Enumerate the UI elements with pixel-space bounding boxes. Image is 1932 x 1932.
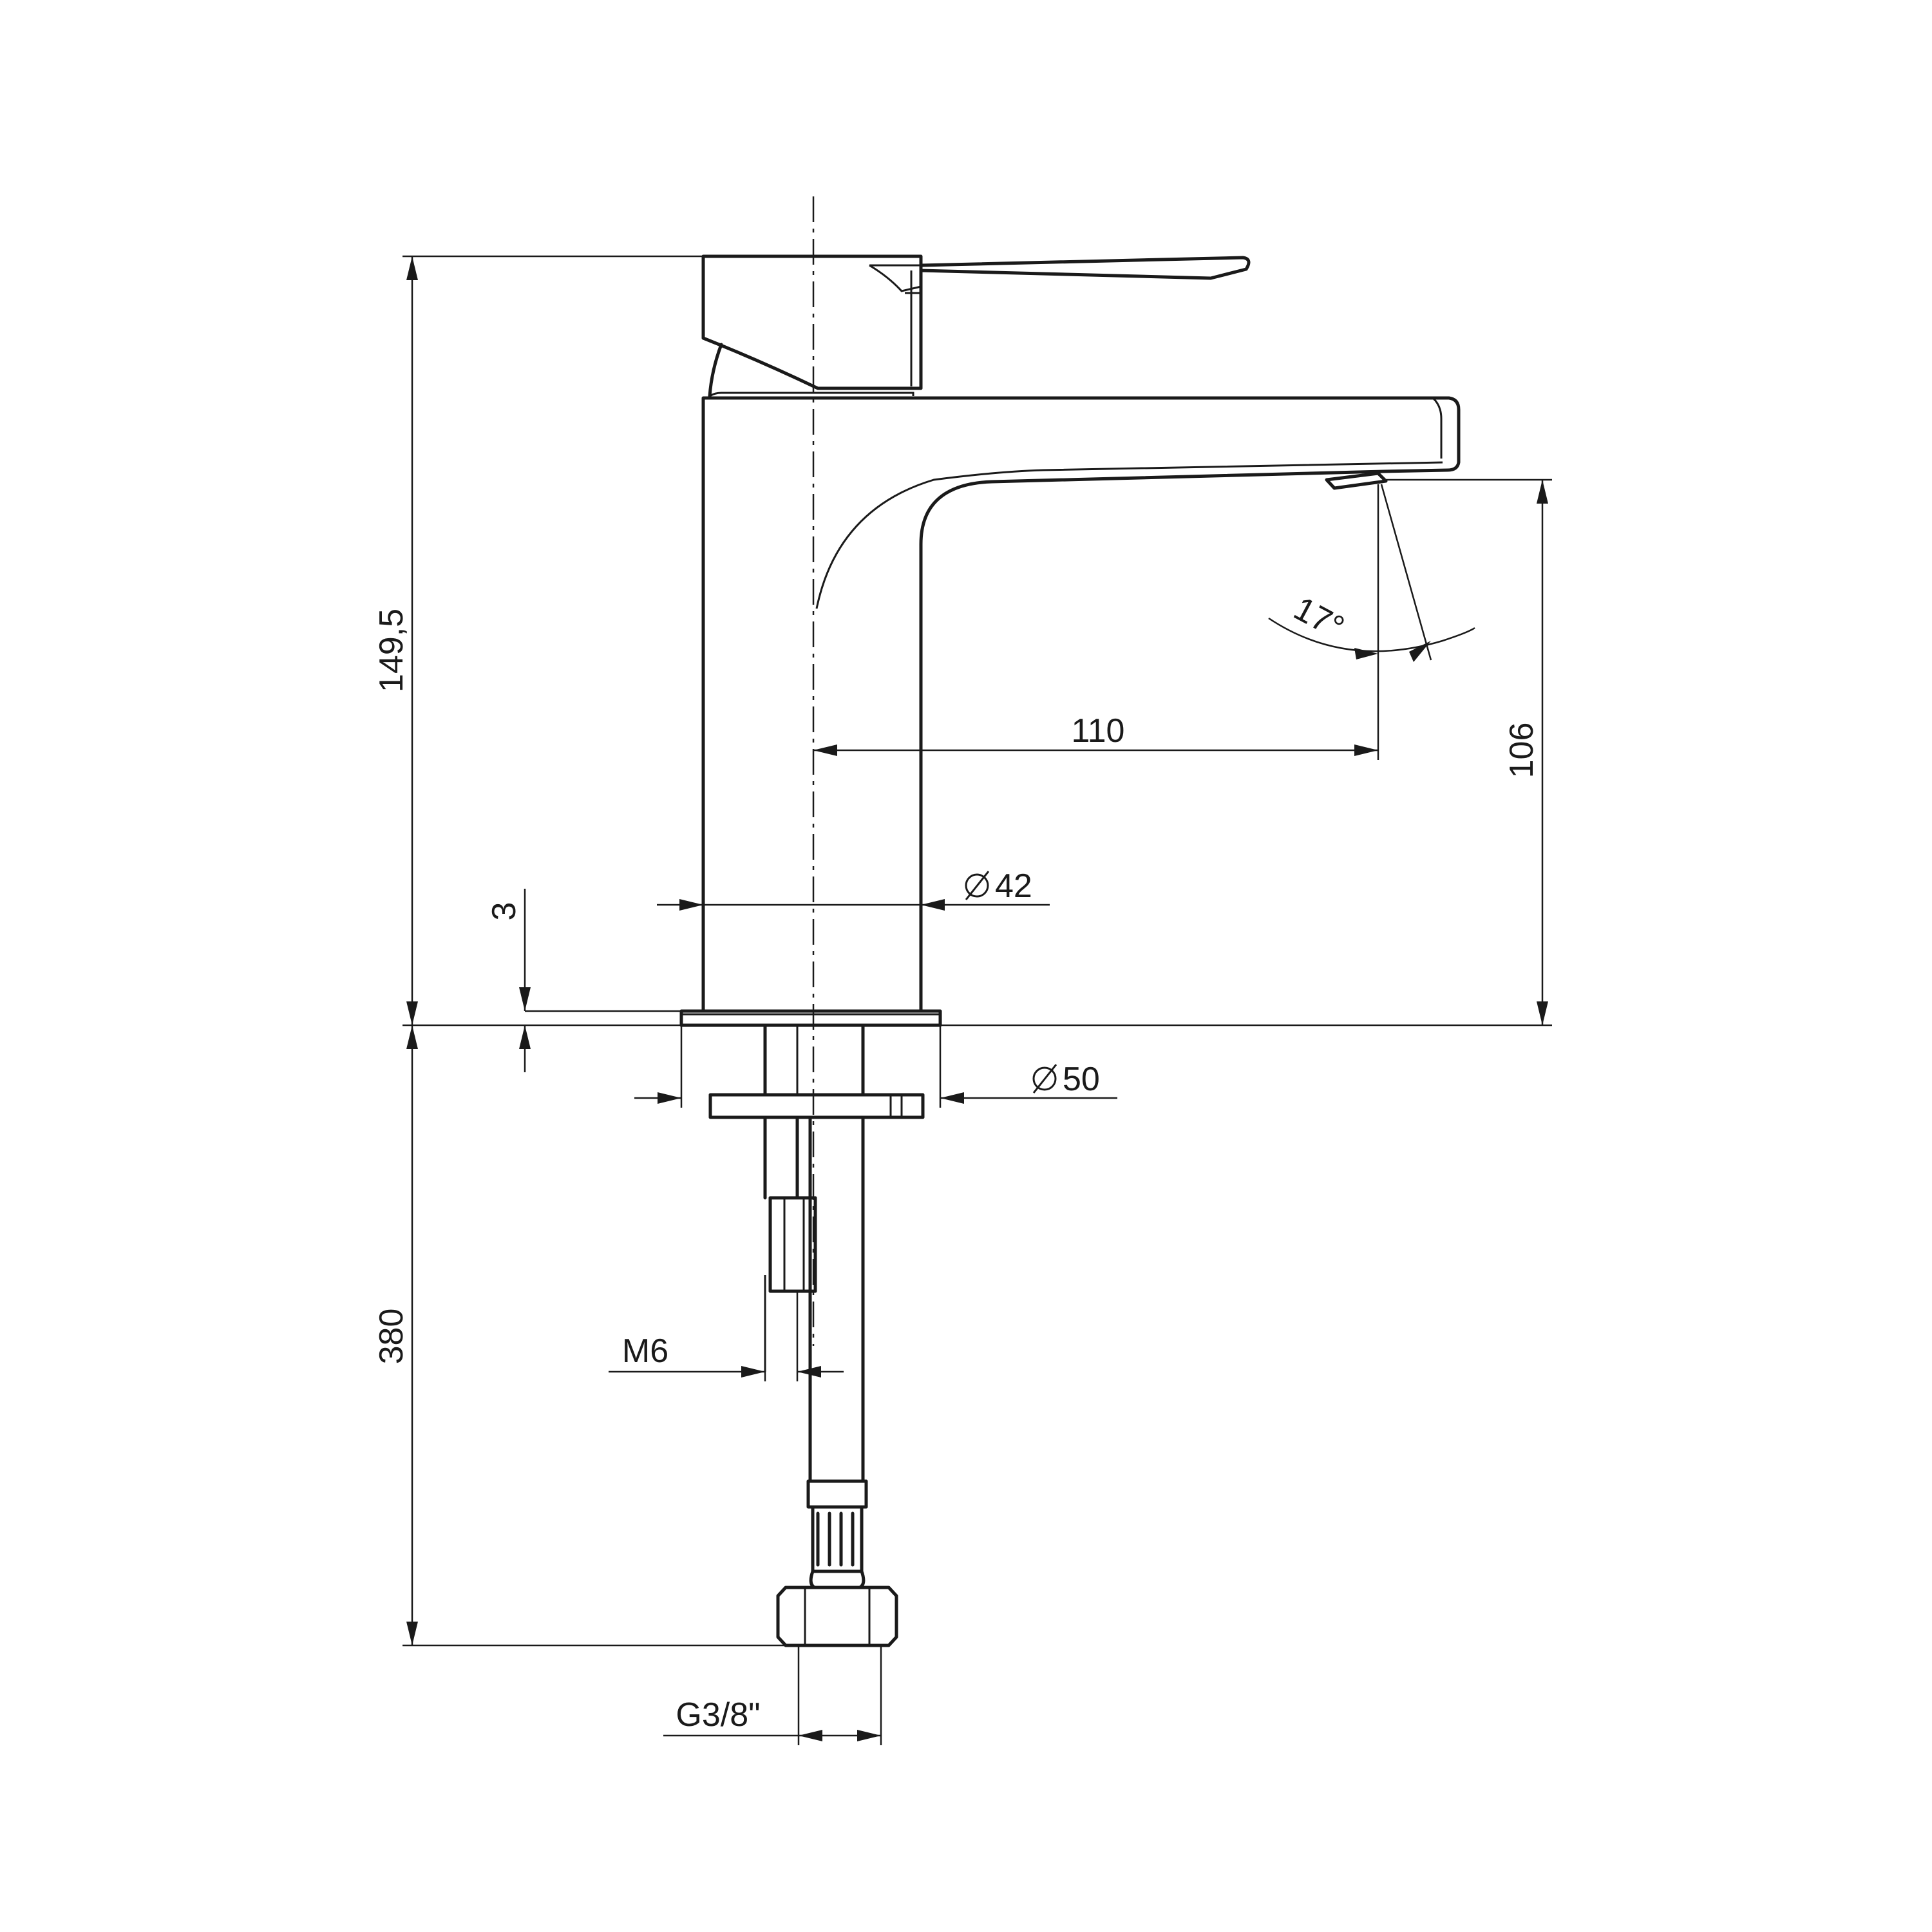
dim-spout-height: 106 (1385, 478, 1552, 1025)
dim-hose-connection: G3/8" (663, 1645, 882, 1745)
aerator (1325, 471, 1388, 490)
dim-total-height: 149,5 (373, 255, 1552, 1027)
hose-ferrule (806, 1479, 868, 1509)
dim-spout-reach: 110 (813, 484, 1379, 760)
dim-hose-length: 380 (373, 1025, 786, 1647)
label-stud-thread: M6 (622, 1332, 668, 1370)
mounting-washer (708, 1093, 925, 1119)
label-hose-connection: G3/8" (676, 1696, 760, 1734)
lever-grip-line (905, 270, 921, 386)
hose-neck (809, 1569, 866, 1589)
label-spout-height: 106 (1503, 723, 1540, 779)
faucet-body (701, 254, 1461, 1013)
clamp-nut (768, 1196, 817, 1293)
mounting-assembly (708, 1023, 925, 1647)
diameter-symbol-2 (1032, 1066, 1057, 1091)
dim-body-diameter: 42 (657, 867, 1050, 911)
diameter-symbol-2-slash (1032, 1064, 1057, 1094)
label-base-thickness: 3 (486, 902, 523, 921)
dim-stud-thread: M6 (609, 1291, 844, 1381)
dim-base-diameter: 50 (634, 1025, 1117, 1108)
hose-hex-nut (776, 1586, 898, 1647)
diameter-symbol-slash (965, 871, 990, 900)
label-total-height: 149,5 (373, 609, 410, 692)
dim-aerator-angle: 17° (1268, 484, 1475, 662)
body-column-and-spout (701, 396, 1461, 1013)
label-base-diameter: 50 (1063, 1061, 1100, 1098)
cartridge-neck (708, 343, 723, 398)
lever-handle (701, 254, 923, 390)
spout-top-line (1432, 397, 1443, 459)
label-body-diameter: 42 (995, 867, 1032, 905)
label-hose-length: 380 (373, 1309, 410, 1365)
lever-arm-detail (869, 264, 922, 292)
diameter-symbol (965, 873, 989, 898)
base-escutcheon (679, 1009, 942, 1027)
label-aerator-angle: 17° (1288, 590, 1350, 647)
lever-arm (919, 256, 1251, 280)
body-top-cap (709, 392, 914, 397)
label-spout-reach: 110 (1072, 712, 1125, 750)
dim-base-thickness: 3 (486, 889, 681, 1072)
spout-highlight (815, 461, 1443, 609)
hose-crimp (811, 1505, 864, 1573)
